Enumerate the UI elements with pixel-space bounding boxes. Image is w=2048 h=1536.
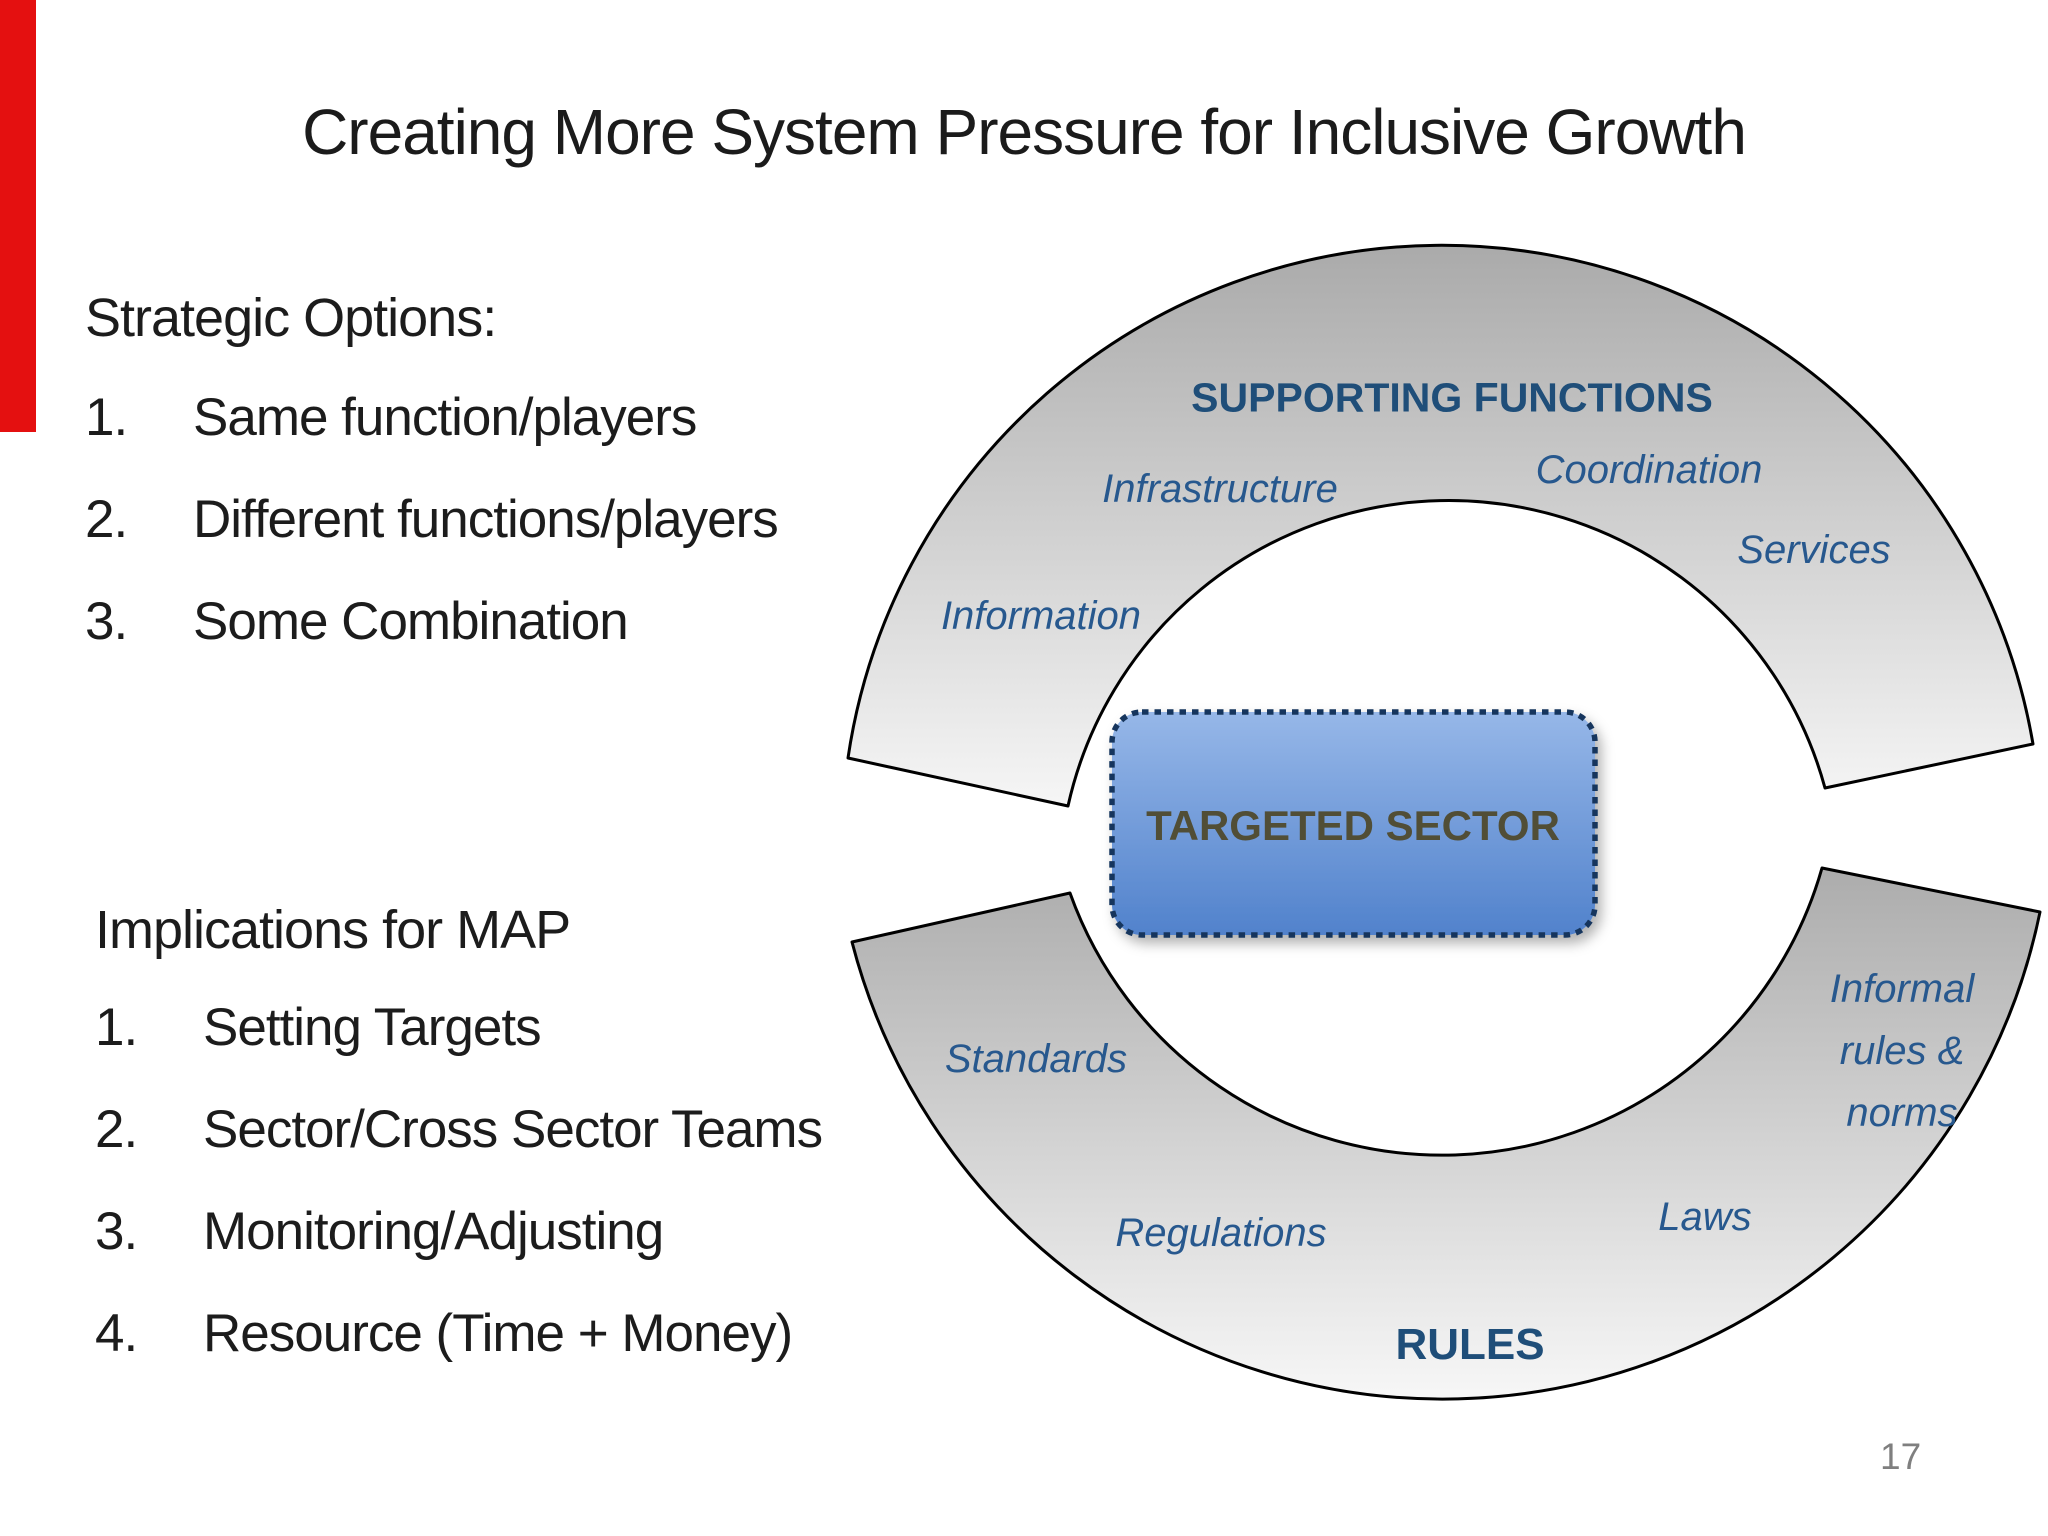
- page-number: 17: [1880, 1436, 1922, 1477]
- strategic-option-item: 2. Different functions/players: [85, 488, 779, 552]
- implication-item: 2. Sector/Cross Sector Teams: [95, 1098, 823, 1162]
- strategic-option-item: 1. Same function/players: [85, 386, 697, 450]
- item-text: Different functions/players: [193, 490, 779, 549]
- label-coordination: Coordination: [1535, 448, 1763, 492]
- label-infrastructure: Infrastructure: [1102, 467, 1338, 511]
- strategic-options-heading: Strategic Options:: [85, 288, 497, 348]
- supporting-functions-arc: [846, 243, 2035, 808]
- implication-item: 3. Monitoring/Adjusting: [95, 1200, 664, 1264]
- item-number: 3.: [95, 1202, 138, 1261]
- supporting-functions-heading: SUPPORTING FUNCTIONS: [1191, 374, 1713, 421]
- rules-arc: [850, 866, 2042, 1401]
- item-number: 3.: [85, 592, 128, 651]
- item-text: Resource (Time + Money): [203, 1304, 793, 1363]
- red-accent-bar: [0, 0, 36, 432]
- item-number: 1.: [95, 998, 138, 1057]
- targeted-sector-box: [1109, 709, 1598, 938]
- label-informal-rules-norms: Informal rules & norms: [1830, 958, 1975, 1144]
- implication-item: 1. Setting Targets: [95, 996, 542, 1060]
- item-text: Same function/players: [193, 388, 697, 447]
- implications-heading: Implications for MAP: [95, 900, 571, 960]
- targeted-sector-label: TARGETED SECTOR: [1146, 802, 1560, 849]
- item-number: 1.: [85, 388, 128, 447]
- item-number: 4.: [95, 1304, 138, 1363]
- label-information: Information: [940, 594, 1142, 638]
- label-standards: Standards: [944, 1037, 1128, 1081]
- label-services: Services: [1737, 528, 1891, 572]
- item-text: Some Combination: [193, 592, 629, 651]
- informal-line: Informal: [1829, 967, 1975, 1011]
- label-laws: Laws: [1658, 1195, 1752, 1239]
- informal-line: rules &: [1839, 1029, 1965, 1073]
- implication-item: 4. Resource (Time + Money): [95, 1302, 793, 1366]
- label-regulations: Regulations: [1115, 1211, 1327, 1255]
- strategic-option-item: 3. Some Combination: [85, 590, 629, 654]
- item-text: Sector/Cross Sector Teams: [203, 1100, 823, 1159]
- item-number: 2.: [85, 490, 128, 549]
- informal-line: norms: [1846, 1091, 1958, 1135]
- item-text: Monitoring/Adjusting: [203, 1202, 664, 1261]
- slide-title: Creating More System Pressure for Inclus…: [302, 96, 1747, 168]
- item-text: Setting Targets: [203, 998, 542, 1057]
- item-number: 2.: [95, 1100, 138, 1159]
- rules-heading: RULES: [1395, 1319, 1545, 1369]
